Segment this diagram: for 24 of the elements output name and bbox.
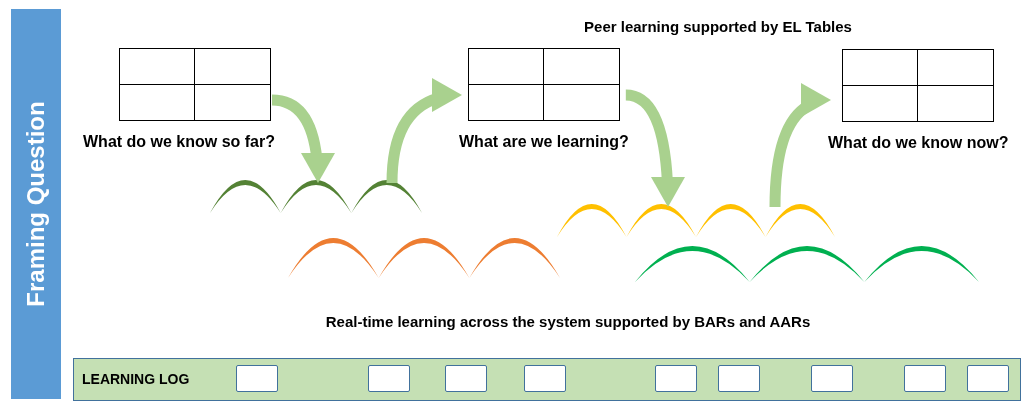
log-entry-box <box>236 365 278 392</box>
caption-text: Real-time learning across the system supported by BARs and AARs <box>325 313 811 330</box>
log-entry-box <box>967 365 1009 392</box>
log-entry-box <box>718 365 760 392</box>
band-title: Framing Question <box>22 101 50 307</box>
arches-drawing <box>210 180 422 213</box>
curved-arrow <box>769 85 832 208</box>
curved-arrow <box>386 79 463 184</box>
log-band <box>73 358 1021 401</box>
question-text: What do we know now? <box>828 134 1009 152</box>
log-entry-box <box>368 365 410 392</box>
log-entry-box <box>655 365 697 392</box>
log-entry-box <box>811 365 853 392</box>
log-entry-box <box>904 365 946 392</box>
side-band <box>11 9 61 399</box>
caption-text: Peer learning supported by EL Tables <box>584 18 852 35</box>
log-title: LEARNING LOG <box>82 371 190 387</box>
arches-drawing <box>288 238 560 278</box>
arches-drawing <box>557 204 835 237</box>
arches-drawing <box>635 246 979 282</box>
question-text: What are we learning? <box>459 133 629 151</box>
log-entry-box <box>524 365 566 392</box>
log-entry-box <box>445 365 487 392</box>
question-text: What do we know so far? <box>83 133 275 151</box>
